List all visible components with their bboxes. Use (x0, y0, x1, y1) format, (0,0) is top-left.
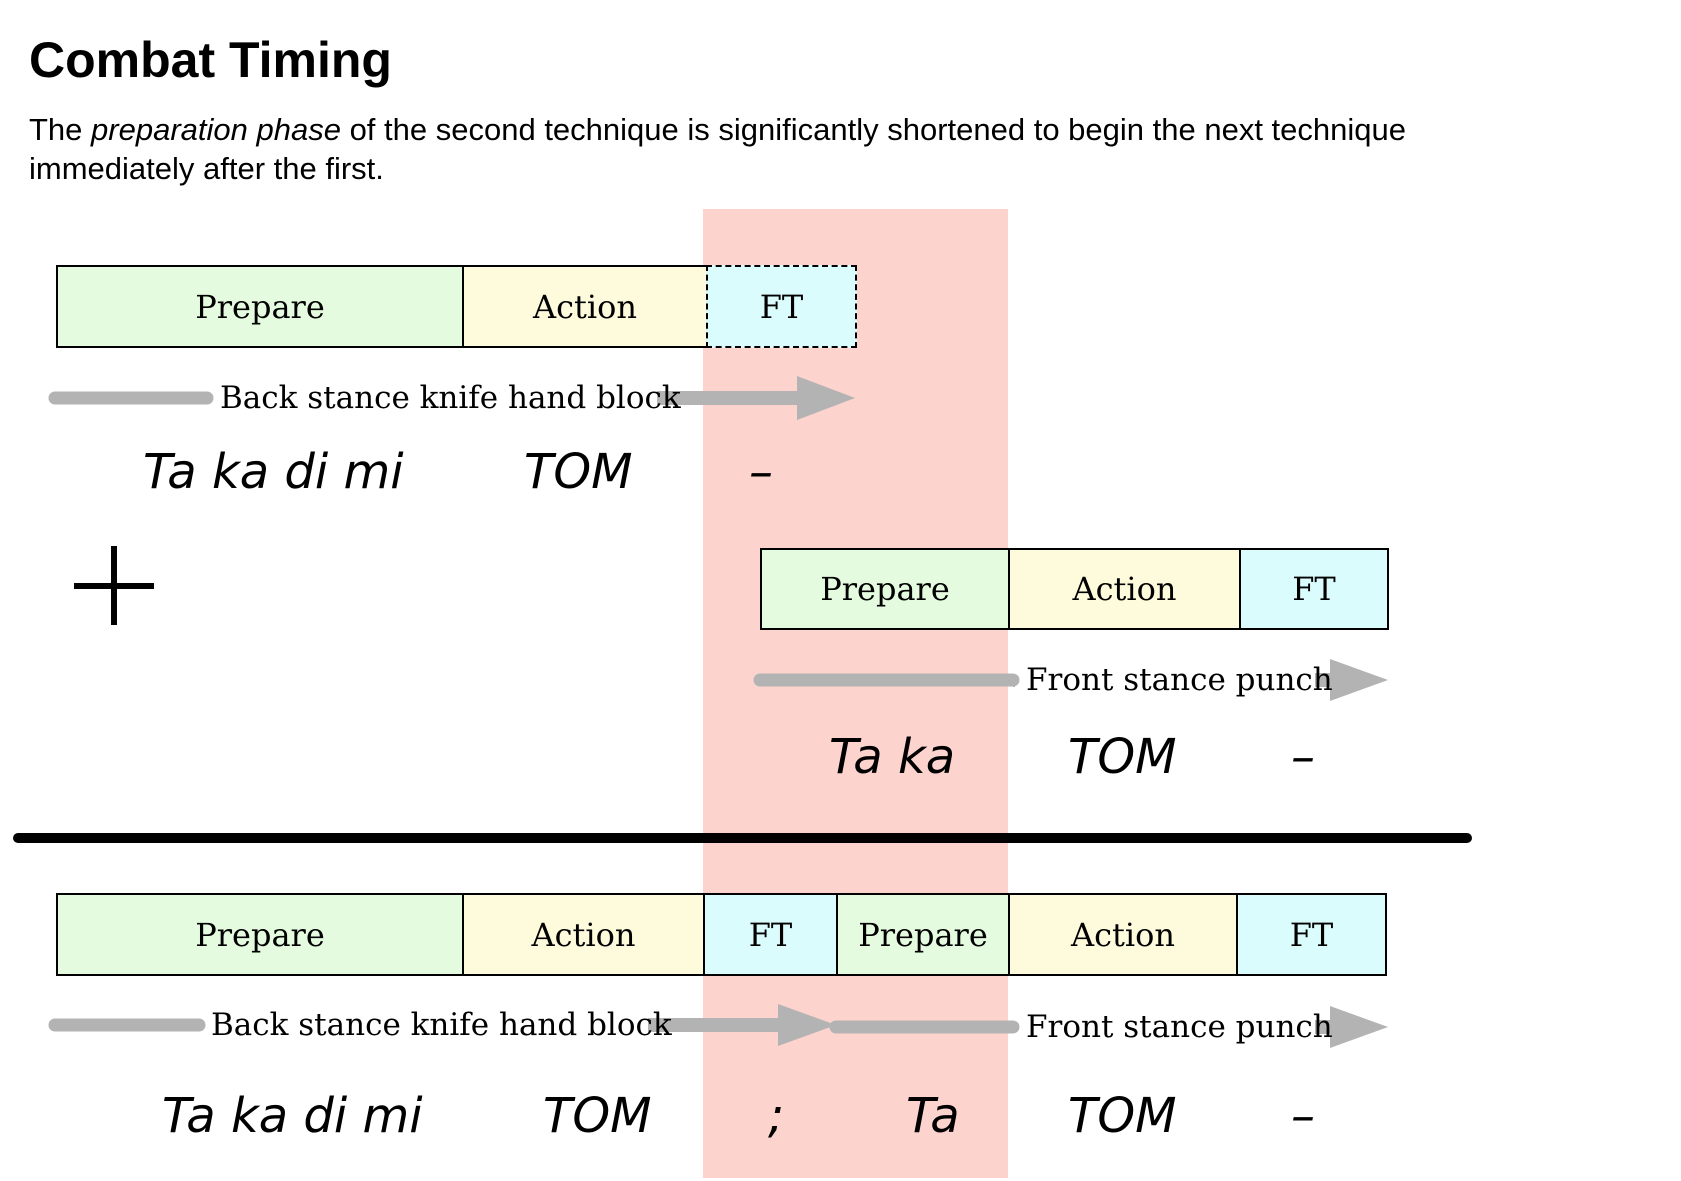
combined-arrow-label-2: Front stance punch (1026, 1009, 1333, 1045)
combined-ft-segment-2: FT (1236, 893, 1387, 976)
combined-syllable-4: Ta (906, 1088, 960, 1144)
first-arrow (48, 376, 855, 420)
first-ft-segment: FT (706, 265, 857, 348)
description-emphasis: preparation phase (91, 112, 341, 147)
combined-syllable-3: ; (768, 1088, 785, 1144)
combined-syllable-6: – (1291, 1088, 1315, 1144)
combined-prepare-segment-1: Prepare (56, 893, 464, 976)
combined-syllable-5: TOM (1068, 1088, 1177, 1144)
page-title: Combat Timing (29, 32, 392, 88)
second-syllable-3: – (1291, 729, 1315, 785)
combined-arrow-label-1: Back stance knife hand block (211, 1007, 672, 1043)
description: The preparation phase of the second tech… (29, 110, 1449, 188)
combined-arrow-1 (48, 1004, 836, 1046)
second-arrow-label: Front stance punch (1026, 662, 1333, 698)
first-prepare-segment: Prepare (56, 265, 464, 348)
combined-action-segment-2: Action (1008, 893, 1238, 976)
overlap-highlight (703, 209, 1008, 1178)
second-syllable-1: Ta ka (829, 729, 956, 785)
description-before: The (29, 112, 92, 147)
combined-prepare-segment-2: Prepare (836, 893, 1010, 976)
second-ft-segment: FT (1239, 548, 1389, 630)
first-syllable-3: – (749, 444, 773, 500)
description-after: of the second technique is significantly… (29, 112, 1407, 186)
combined-action-segment-1: Action (462, 893, 705, 976)
second-syllable-2: TOM (1068, 729, 1177, 785)
combined-arrow-2 (829, 1006, 1388, 1048)
combined-syllable-1: Ta ka di mi (162, 1088, 423, 1144)
first-syllable-2: TOM (524, 444, 633, 500)
combined-ft-segment-1: FT (703, 893, 838, 976)
plus-icon (74, 546, 154, 625)
first-arrow-label: Back stance knife hand block (220, 380, 681, 416)
second-prepare-segment: Prepare (760, 548, 1010, 630)
second-action-segment: Action (1008, 548, 1241, 630)
first-action-segment: Action (462, 265, 708, 348)
combined-syllable-2: TOM (543, 1088, 652, 1144)
first-syllable-1: Ta ka di mi (143, 444, 404, 500)
second-arrow (753, 659, 1388, 701)
